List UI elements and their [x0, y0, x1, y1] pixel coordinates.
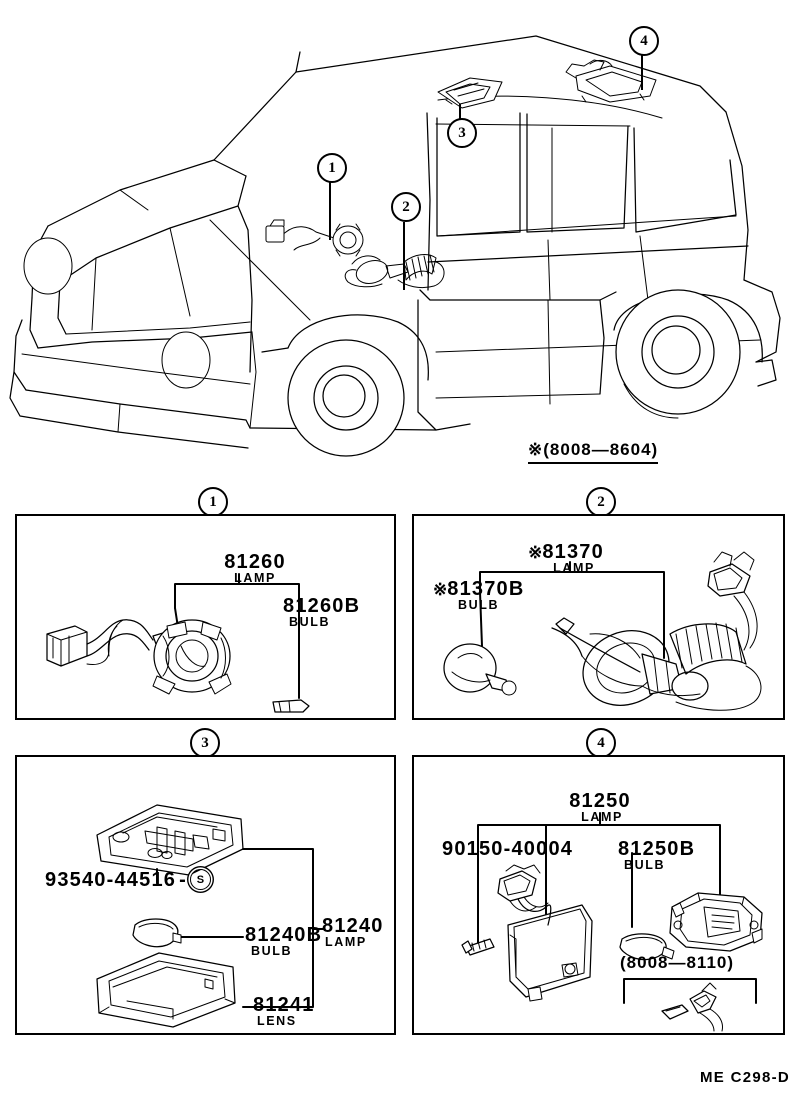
panel-4: 81250 LAMP 90150-40004 81250B BULB (8008… — [412, 755, 785, 1035]
part-callout-1-graphic — [265, 219, 364, 257]
panel-2-number: 2 — [586, 487, 616, 517]
panel-4-graphic — [461, 812, 763, 1032]
vehicle-date-range-note: ※(8008—8604) — [528, 440, 659, 464]
vehicle-illustration — [9, 35, 781, 457]
panel-3-part-lens-number: 81241 — [253, 994, 315, 1016]
part-callout-4-graphic — [565, 59, 657, 103]
callout-marker-3-label: 3 — [458, 124, 466, 141]
part-callout-2-graphic — [344, 254, 445, 289]
panel-1-part-2-desc: BULB — [289, 615, 331, 629]
panel-3-part-bulb-number: 81240B — [245, 924, 323, 946]
reference-mark-icon: ※ — [528, 543, 543, 562]
panel-3-screw-number: 93540-44516 — [45, 868, 177, 891]
panel-2-part-2-desc: BULB — [458, 598, 500, 612]
catalog-footer-code: ME C298-D — [700, 1069, 791, 1086]
panel-3-part-bulb-desc: BULB — [251, 944, 293, 958]
panel-1-part-2-number: 81260B — [283, 595, 361, 617]
part-callout-3-graphic — [437, 77, 503, 109]
panel-3-part-lamp-number: 81240 — [322, 915, 384, 937]
callout-4-leader — [641, 52, 643, 90]
panel-4-number-label: 4 — [597, 734, 605, 751]
callout-1-leader — [329, 178, 331, 240]
panel-4-date-range: (8008—8110) — [620, 953, 735, 972]
callout-marker-1-label: 1 — [328, 159, 336, 176]
panel-1-part-1-number: 81260 — [224, 551, 286, 573]
callout-3-leader — [459, 104, 461, 122]
callout-marker-4-label: 4 — [640, 32, 648, 49]
panel-3-part-lamp-desc: LAMP — [325, 935, 367, 949]
panel-2-part-2-value: 81370B — [447, 578, 525, 600]
panel-3-number-label: 3 — [201, 734, 209, 751]
panel-4-number: 4 — [586, 728, 616, 758]
panel-4-part-lamp-number: 81250 — [569, 790, 631, 812]
panel-3-number: 3 — [190, 728, 220, 758]
panel-2-part-2-number: ※81370B — [433, 579, 525, 600]
panel-2-part-1-number: ※81370 — [528, 542, 604, 563]
panel-1-number-label: 1 — [209, 493, 217, 510]
callout-marker-2[interactable]: 2 — [391, 192, 421, 222]
dash-separator: - — [179, 868, 187, 891]
panel-4-part-bulb-number: 81250B — [618, 838, 696, 860]
panel-2-number-label: 2 — [597, 493, 605, 510]
panel-3-graphic — [96, 804, 324, 1028]
callout-marker-4[interactable]: 4 — [629, 26, 659, 56]
callout-marker-3[interactable]: 3 — [447, 118, 477, 148]
panel-3: 93540-44516 - S 81240 LAMP 81240B BULB 8… — [15, 755, 396, 1035]
reference-mark-icon-2: ※ — [433, 580, 448, 599]
panel-2-part-1-value: 81370 — [542, 541, 604, 563]
panel-1-number: 1 — [198, 487, 228, 517]
callout-marker-2-label: 2 — [402, 198, 410, 215]
panel-2: ※81370 LAMP ※81370B BULB — [412, 514, 785, 720]
panel-2-graphic — [443, 551, 762, 711]
panel-4-part-lamp-desc: LAMP — [581, 810, 623, 824]
panel-4-part-bulb-desc: BULB — [624, 858, 666, 872]
panel-1: 81260 LAMP 81260B BULB — [15, 514, 396, 720]
panel-1-graphic — [46, 573, 310, 713]
callout-2-leader — [403, 222, 405, 290]
panel-3-screw-label: 93540-44516 - S — [45, 869, 211, 890]
screw-class-s-icon: S — [189, 869, 211, 890]
panel-3-part-lens-desc: LENS — [257, 1014, 297, 1028]
panel-2-part-1-desc: LAMP — [553, 561, 595, 575]
panel-1-part-1-desc: LAMP — [234, 571, 276, 585]
callout-marker-1[interactable]: 1 — [317, 153, 347, 183]
panel-4-part-screw-number: 90150-40004 — [442, 838, 574, 860]
